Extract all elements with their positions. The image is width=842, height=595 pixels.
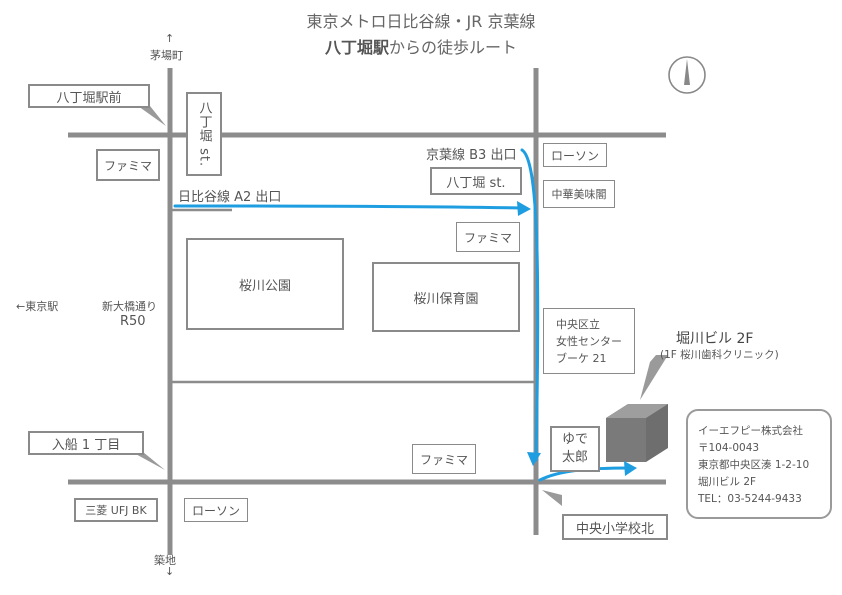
- street-shin-ohashi: 新大橋通り: [102, 300, 157, 313]
- intersection-hatchobori-ekimae: 八丁堀駅前: [28, 84, 150, 108]
- label-pointers: [132, 106, 668, 506]
- street-hatchobori-sign: 八丁堀 st.: [430, 167, 522, 195]
- intersection-irifune-1: 入船 1 丁目: [28, 431, 144, 455]
- company-postal: 〒104-0043: [698, 442, 760, 454]
- intersection-chuo-shogakko-kita: 中央小学校北: [562, 514, 668, 540]
- landmark-lawson-sw: ローソン: [184, 498, 248, 522]
- company-info-card: イーエフピー株式会社 〒104-0043 東京都中央区湊 1-2-10 堀川ビル…: [686, 409, 832, 519]
- page-subtitle-station: 八丁堀駅: [324, 38, 389, 57]
- women-center-line1: 中央区立: [556, 317, 600, 331]
- landmark-familymart-south: ファミマ: [412, 444, 476, 474]
- company-tel: TEL：03-5244-9433: [698, 493, 802, 505]
- landmark-lawson-ne: ローソン: [543, 143, 607, 167]
- landmark-yudetaro: ゆで 太郎: [550, 426, 600, 472]
- company-building: 堀川ビル 2F: [698, 476, 757, 488]
- women-center-line2: 女性センター: [556, 334, 622, 348]
- street-hatchobori-vertical: 八丁堀 st.: [186, 92, 222, 176]
- yudetaro-line2: 太郎: [561, 450, 588, 465]
- landmark-sakuragawa-park: 桜川公園: [186, 238, 344, 330]
- destination-building-name: 堀川ビル 2F: [676, 331, 754, 347]
- south-arrow: ↓: [165, 565, 175, 578]
- landmark-familymart-center: ファミマ: [456, 222, 520, 252]
- direction-tokyo-station: ←東京駅: [16, 300, 59, 313]
- direction-tsukiji: 築地: [154, 554, 176, 567]
- landmark-mufg-bank: 三菱 UFJ BK: [74, 498, 158, 522]
- landmark-sakuragawa-nursery: 桜川保育園: [372, 262, 520, 332]
- north-arrow: ↑: [165, 32, 175, 45]
- north-compass-icon: [668, 56, 706, 94]
- company-name: イーエフピー株式会社: [698, 425, 803, 437]
- exit-hibiya-a2: 日比谷線 A2 出口: [178, 190, 282, 205]
- block-outline: [170, 208, 536, 384]
- yudetaro-line1: ゆで: [561, 432, 588, 447]
- page-title: 東京メトロ日比谷線・JR 京葉線: [306, 12, 536, 31]
- route-arrowheads: [517, 201, 637, 476]
- page-subtitle-rest: からの徒歩ルート: [389, 38, 518, 57]
- landmark-familymart-nw: ファミマ: [96, 149, 160, 181]
- women-center-line3: ブーケ 21: [556, 351, 607, 365]
- direction-kayabacho: 茅場町: [150, 49, 183, 62]
- route-r50: R50: [120, 314, 146, 329]
- page-subtitle: 八丁堀駅からの徒歩ルート: [0, 34, 842, 58]
- exit-keiyo-b3: 京葉線 B3 出口: [426, 148, 517, 163]
- landmark-women-center: 中央区立 女性センター ブーケ 21: [543, 308, 635, 374]
- company-address: 東京都中央区湊 1-2-10: [698, 459, 810, 471]
- landmark-chuka-mikaku: 中華美味閣: [543, 180, 615, 208]
- building-3d-icon: [606, 404, 668, 462]
- destination-building-sub: (1F 桜川歯科クリニック): [660, 349, 779, 361]
